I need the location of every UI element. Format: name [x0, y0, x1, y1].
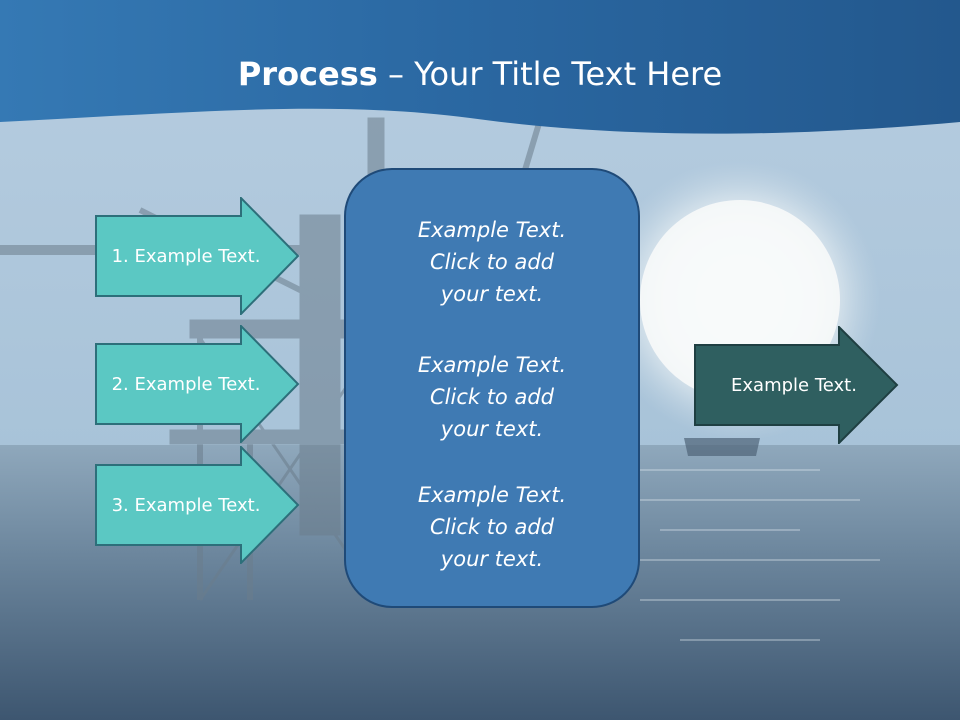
process-text-line: Click to add [429, 515, 554, 539]
process-text-line: your text. [440, 417, 544, 441]
page-title: Process – Your Title Text Here [0, 52, 960, 96]
input-arrow-label: 1. Example Text. [111, 245, 261, 267]
process-text-block-1[interactable]: Example Text. Click to add your text. [346, 214, 638, 310]
arrow-shape [95, 446, 300, 564]
arrow-shape [95, 325, 300, 443]
process-text-line: Example Text. [417, 218, 567, 242]
process-box[interactable]: Example Text. Click to add your text. Ex… [344, 168, 640, 608]
arrow-shape [95, 197, 300, 315]
input-arrow-3[interactable]: 3. Example Text. [95, 446, 305, 564]
title-banner [0, 0, 960, 134]
input-arrow-label: 3. Example Text. [111, 494, 261, 516]
arrow-shape [694, 326, 899, 444]
process-text-line: your text. [440, 547, 544, 571]
process-text-line: Example Text. [417, 353, 567, 377]
process-text-line: Example Text. [417, 483, 567, 507]
title-rest: – Your Title Text Here [377, 55, 723, 93]
input-arrow-1[interactable]: 1. Example Text. [95, 197, 305, 315]
process-text-line: your text. [440, 282, 544, 306]
process-text-block-3[interactable]: Example Text. Click to add your text. [346, 479, 638, 575]
process-text-line: Click to add [429, 385, 554, 409]
output-arrow[interactable]: Example Text. [694, 326, 900, 444]
process-text-block-2[interactable]: Example Text. Click to add your text. [346, 349, 638, 445]
output-arrow-label: Example Text. [731, 374, 857, 396]
input-arrow-label: 2. Example Text. [111, 373, 261, 395]
input-arrow-2[interactable]: 2. Example Text. [95, 325, 305, 443]
process-text-line: Click to add [429, 250, 554, 274]
title-bold: Process [237, 55, 378, 93]
